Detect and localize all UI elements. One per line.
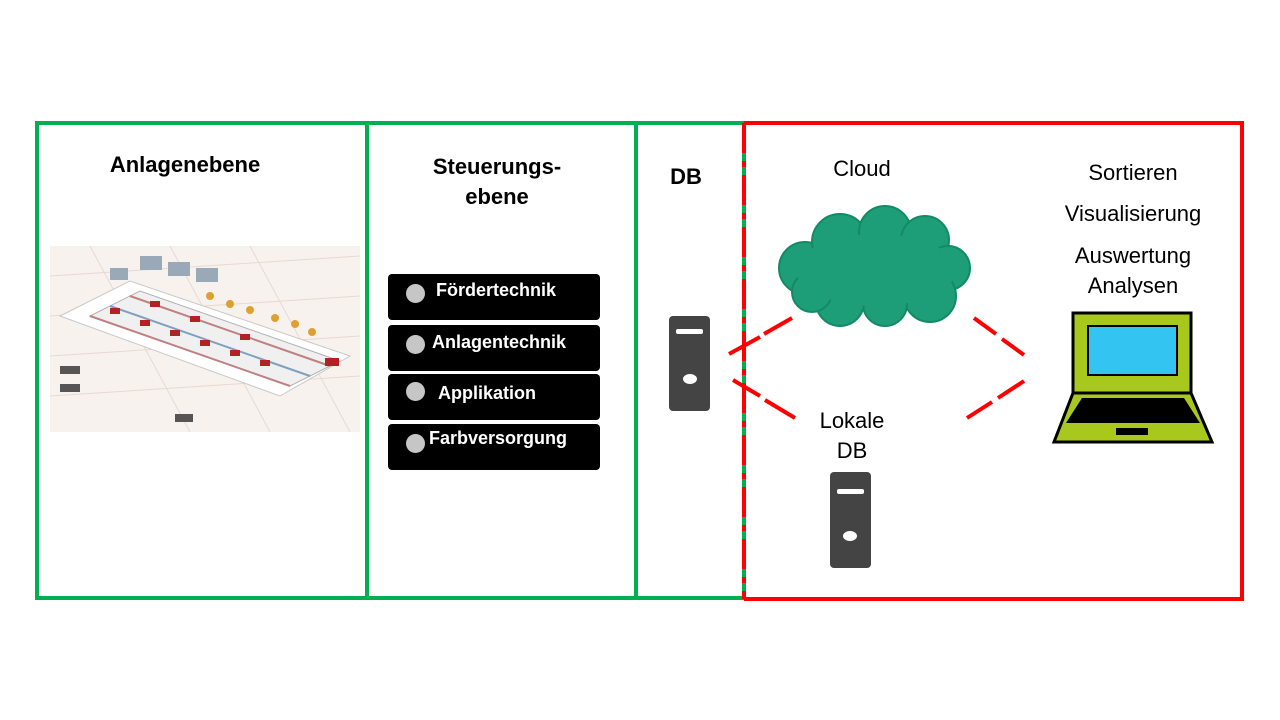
connector-db-cloud-a bbox=[728, 335, 761, 356]
bullet-icon bbox=[406, 335, 425, 354]
connector-cloud-laptop-b bbox=[1000, 337, 1026, 357]
function-auswertung: Auswertung bbox=[1074, 243, 1192, 268]
control-item-farbversorgung: Farbversorgung bbox=[388, 424, 600, 470]
red-region-frame bbox=[744, 121, 1244, 601]
function-sortieren: Sortieren bbox=[1088, 160, 1178, 185]
steuerungsebene-title-line1: Steuerungs- bbox=[432, 154, 562, 179]
connector-cloud-laptop-a bbox=[972, 316, 998, 336]
connector-db-local-a bbox=[731, 378, 762, 398]
control-item-label: Fördertechnik bbox=[436, 280, 557, 300]
steuerungsebene-title-line2: ebene bbox=[465, 184, 529, 209]
function-visualisierung: Visualisierung bbox=[1064, 201, 1202, 226]
control-item-foerdertechnik: Fördertechnik bbox=[388, 274, 600, 320]
bullet-icon bbox=[406, 434, 425, 453]
control-item-label: Farbversorgung bbox=[429, 428, 568, 448]
control-item-anlagentechnik: Anlagentechnik bbox=[388, 325, 600, 371]
plant-layout-image bbox=[50, 246, 360, 432]
anlagenebene-title: Anlagenebene bbox=[109, 152, 261, 177]
server-icon bbox=[830, 472, 871, 568]
connector-local-laptop-b bbox=[996, 379, 1026, 400]
function-analysen: Analysen bbox=[1087, 273, 1179, 298]
db-title: DB bbox=[670, 164, 702, 189]
local-db-label-line2: DB bbox=[836, 438, 868, 463]
server-icon bbox=[669, 316, 710, 411]
control-item-label: Anlagentechnik bbox=[432, 332, 567, 352]
bullet-icon bbox=[406, 284, 425, 303]
local-db-label-line1: Lokale bbox=[819, 408, 885, 433]
control-item-label: Applikation bbox=[438, 383, 536, 403]
connector-lines bbox=[728, 316, 1026, 420]
bullet-icon bbox=[406, 382, 425, 401]
connector-local-laptop-a bbox=[965, 400, 994, 420]
connector-db-local-b bbox=[763, 398, 797, 420]
control-item-applikation: Applikation bbox=[388, 374, 600, 420]
cloud-label: Cloud bbox=[833, 156, 891, 181]
connector-db-cloud-b bbox=[763, 316, 793, 336]
plant-layout-drawing bbox=[50, 246, 360, 432]
